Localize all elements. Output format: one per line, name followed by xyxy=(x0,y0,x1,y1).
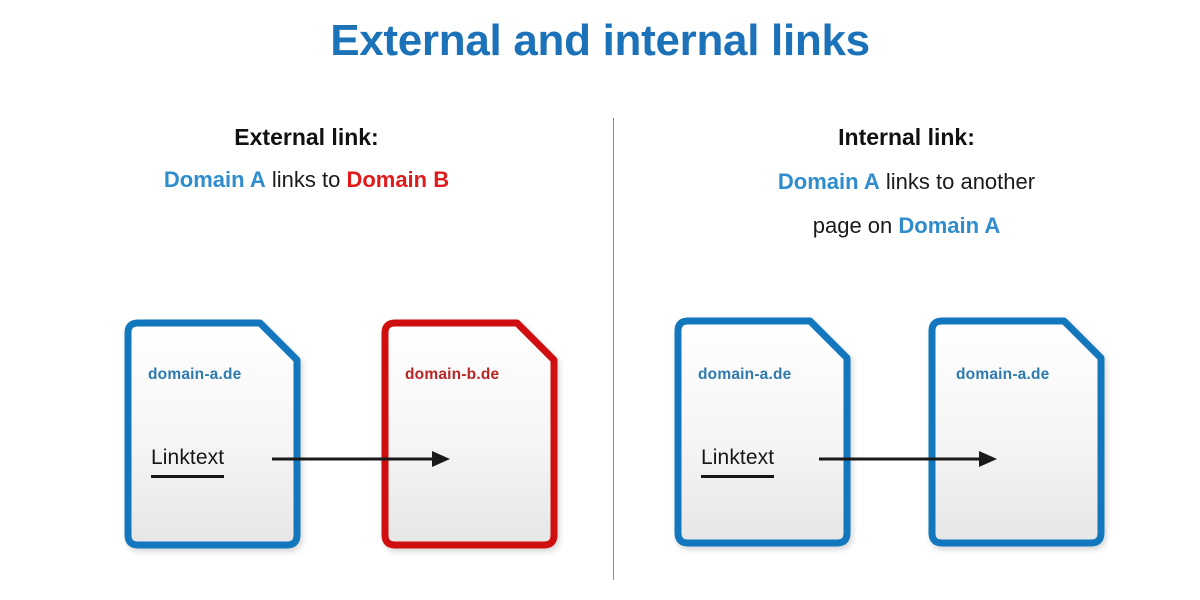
page-title: External and internal links xyxy=(330,16,870,65)
subtitle-page-on: page on xyxy=(812,213,899,238)
document-domain-label: domain-a.de xyxy=(698,366,792,383)
subtitle-domain-b: Domain B xyxy=(346,167,450,192)
internal-subtitle-line-2: page on Domain A xyxy=(613,204,1200,248)
subtitle-domain-a: Domain A xyxy=(777,169,880,194)
internal-subtitle-line-1: Domain A links to another xyxy=(613,160,1200,204)
linktext-underline xyxy=(151,475,225,478)
document-linktext: Linktext xyxy=(701,446,775,478)
panel-external-link: External link: Domain A links to Domain … xyxy=(0,124,613,549)
panel-internal-link: Internal link: Domain A links to another… xyxy=(613,0,1200,600)
subtitle-links-to-another: links to another xyxy=(879,169,1036,194)
linktext-label[interactable]: Linktext xyxy=(151,446,225,469)
linktext-underline xyxy=(701,475,775,478)
link-arrow-external xyxy=(272,449,450,469)
panel-divider xyxy=(613,118,614,580)
document-domain-label: domain-a.de xyxy=(148,366,242,383)
subtitle-domain-a-2: Domain A xyxy=(898,213,1001,238)
subtitle-links-to: links to xyxy=(265,167,347,192)
document-domain-label: domain-a.de xyxy=(956,366,1050,383)
document-linktext: Linktext xyxy=(151,446,225,478)
internal-panel-subtitle: Domain A links to another page on Domain… xyxy=(613,160,1200,248)
document-shape-domain-a-internal-source: domain-a.de Linktext xyxy=(674,316,854,547)
document-shape-domain-a-external: domain-a.de Linktext xyxy=(124,318,304,549)
document-shape-domain-b-external: domain-b.de xyxy=(381,318,561,549)
internal-panel-heading: Internal link: xyxy=(838,124,975,150)
document-domain-label: domain-b.de xyxy=(405,366,500,383)
document-shape-domain-a-internal-target: domain-a.de xyxy=(928,316,1108,547)
subtitle-domain-a: Domain A xyxy=(163,167,266,192)
external-panel-heading: External link: xyxy=(234,124,379,150)
external-panel-subtitle: Domain A links to Domain B xyxy=(0,158,613,202)
linktext-label[interactable]: Linktext xyxy=(701,446,775,469)
link-arrow-internal xyxy=(819,449,997,469)
